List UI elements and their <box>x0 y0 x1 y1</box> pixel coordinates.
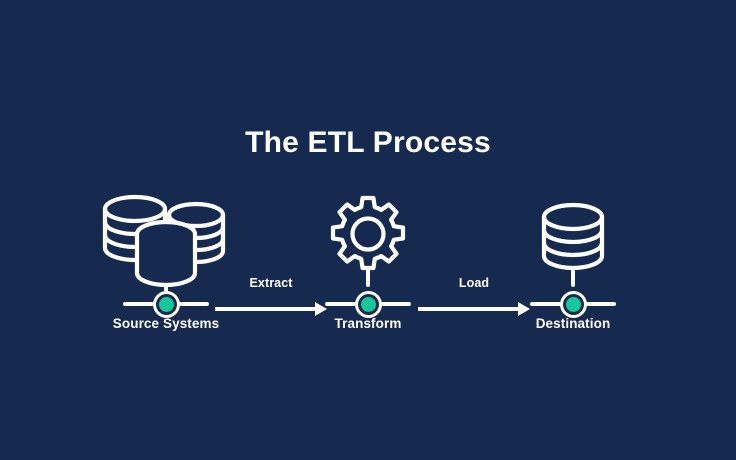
destination-node-rail <box>530 292 616 316</box>
connector-extract: Extract <box>215 276 327 316</box>
connector-load: Load <box>418 276 530 316</box>
destination-node-dot <box>565 296 581 312</box>
arrow-shaft <box>215 307 317 311</box>
page-title: The ETL Process <box>245 126 491 159</box>
source-systems-artwork <box>96 186 236 297</box>
source-systems-node-dot <box>158 296 174 312</box>
stage-transform[interactable]: Transform <box>313 186 423 336</box>
arrow-right-icon <box>418 302 530 316</box>
stage-label-destination: Destination <box>535 316 611 331</box>
connector-label-load: Load <box>458 276 490 290</box>
database-icon <box>541 202 605 287</box>
arrow-right-icon <box>215 302 327 316</box>
database-stack-icon <box>102 194 226 297</box>
stage-destination[interactable]: Destination <box>518 186 628 336</box>
destination-artwork <box>518 186 628 292</box>
stage-label-transform: Transform <box>334 316 402 331</box>
source-systems-node-rail <box>123 292 209 316</box>
stage-label-source-systems: Source Systems <box>112 316 220 331</box>
transform-artwork <box>313 186 423 292</box>
arrow-head <box>315 302 327 316</box>
arrow-head <box>518 302 530 316</box>
transform-node-rail <box>325 292 411 316</box>
transform-node-dot <box>360 296 376 312</box>
arrow-shaft <box>418 307 520 311</box>
connector-label-extract: Extract <box>249 276 293 290</box>
stage-source-systems[interactable]: Source Systems <box>96 186 236 336</box>
gear-icon <box>330 195 406 287</box>
